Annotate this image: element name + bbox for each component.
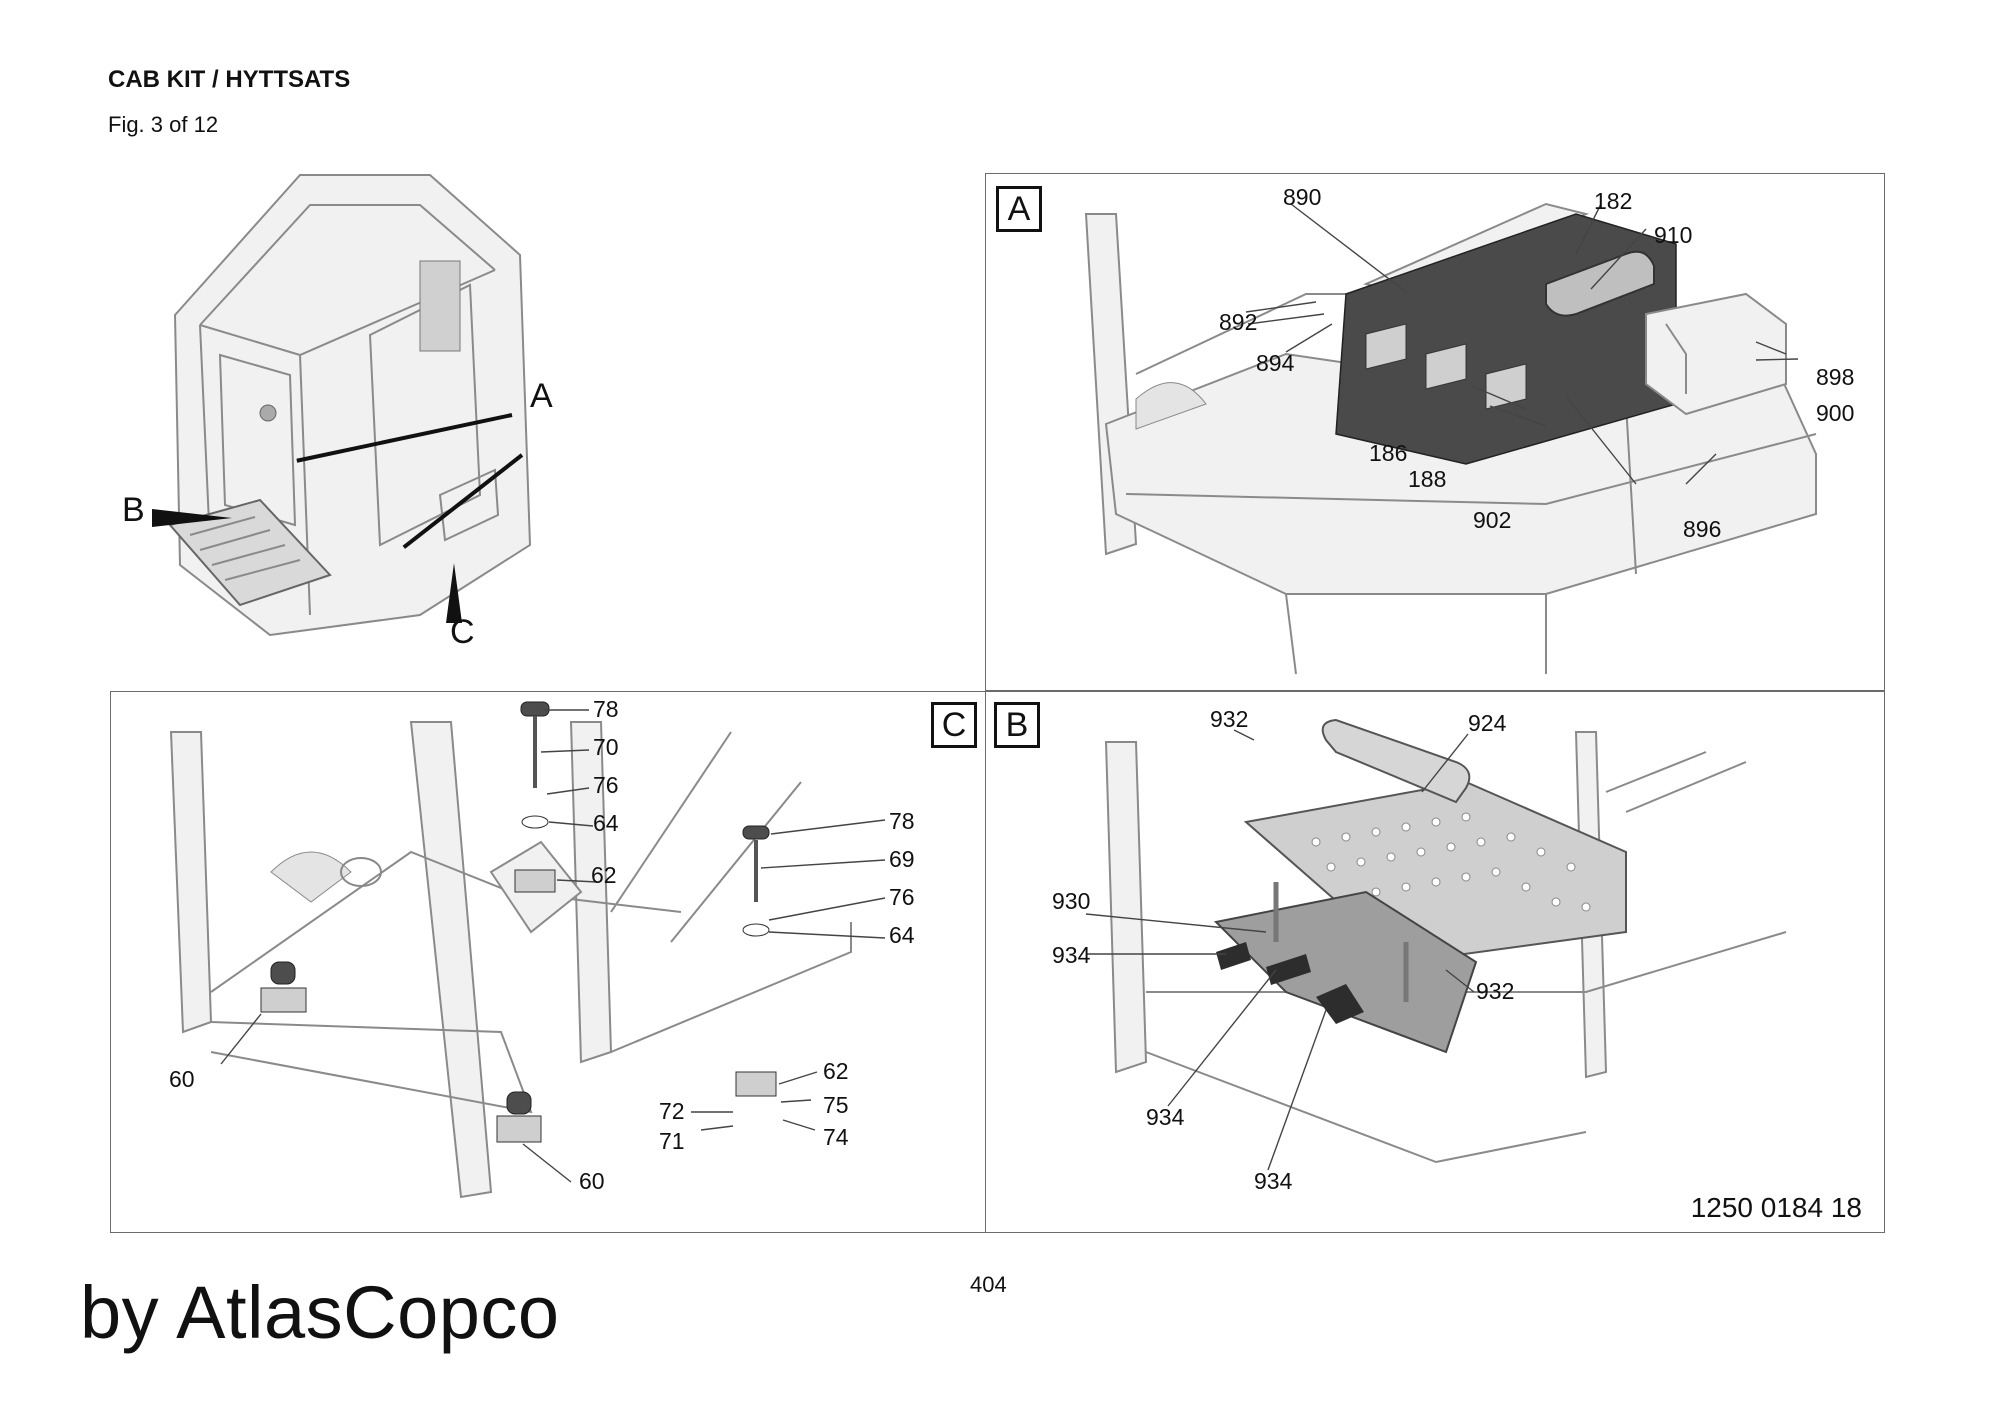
part-900: 900: [1816, 400, 1855, 426]
part-69: 69: [889, 846, 915, 872]
part-894: 894: [1256, 350, 1295, 376]
callout-label-a: A: [530, 377, 553, 415]
callout-label-c: C: [450, 613, 475, 651]
part-934-left: 934: [1052, 942, 1091, 968]
part-898: 898: [1816, 364, 1855, 390]
part-892: 892: [1219, 309, 1258, 335]
part-62-lower: 62: [823, 1058, 849, 1084]
part-902: 902: [1473, 507, 1512, 533]
part-76-upper: 76: [593, 772, 619, 798]
part-934-mid: 934: [1146, 1104, 1185, 1130]
part-78-upper: 78: [593, 696, 619, 722]
panel-a-label: A: [996, 186, 1042, 232]
part-924: 924: [1468, 710, 1507, 736]
page-number: 404: [970, 1272, 1007, 1297]
part-71: 71: [659, 1128, 685, 1154]
part-188: 188: [1408, 466, 1447, 492]
part-60-left: 60: [169, 1066, 195, 1092]
part-75: 75: [823, 1092, 849, 1118]
part-910: 910: [1654, 222, 1693, 248]
part-78-lower: 78: [889, 808, 915, 834]
panel-b-illustration: [1085, 718, 1787, 1171]
detail-panel-c: C 78 70 76 64 62 78 69 76 64 60 62 72 75…: [110, 691, 986, 1233]
panel-a-illustration: [1084, 202, 1817, 675]
figure-counter: Fig. 3 of 12: [108, 112, 219, 137]
callout-arrow-c: [446, 563, 462, 623]
overview-drawing: A B C: [100, 165, 560, 675]
part-70: 70: [593, 734, 619, 760]
panel-b-label: B: [994, 702, 1040, 748]
part-76-lower: 76: [889, 884, 915, 910]
brand-watermark: by AtlasCopco: [80, 1271, 560, 1354]
part-934-bottom: 934: [1254, 1168, 1293, 1194]
panel-c-illustration: [169, 701, 886, 1199]
document-number: 1250 0184 18: [1690, 1192, 1862, 1223]
part-932-top: 932: [1210, 706, 1249, 732]
part-62-upper: 62: [591, 862, 617, 888]
callout-arrow-b: [152, 509, 232, 527]
part-72: 72: [659, 1098, 685, 1124]
part-930: 930: [1052, 888, 1091, 914]
part-64-lower: 64: [889, 922, 915, 948]
detail-panel-a: A 890 182 910 892 894 898 900 186 188 90…: [985, 173, 1885, 691]
callout-label-b: B: [122, 491, 145, 529]
part-60-bottom: 60: [579, 1168, 605, 1194]
detail-panel-b: B 932 924 930 934 932 934 934 1250 0184 …: [985, 691, 1885, 1233]
page-title: CAB KIT / HYTTSATS: [108, 66, 351, 93]
part-890: 890: [1283, 184, 1322, 210]
part-896: 896: [1683, 516, 1722, 542]
part-64-upper: 64: [593, 810, 619, 836]
part-186: 186: [1369, 440, 1408, 466]
part-74: 74: [823, 1124, 849, 1150]
panel-c-label: C: [931, 702, 977, 748]
part-932-lower: 932: [1476, 978, 1515, 1004]
part-182: 182: [1594, 188, 1633, 214]
